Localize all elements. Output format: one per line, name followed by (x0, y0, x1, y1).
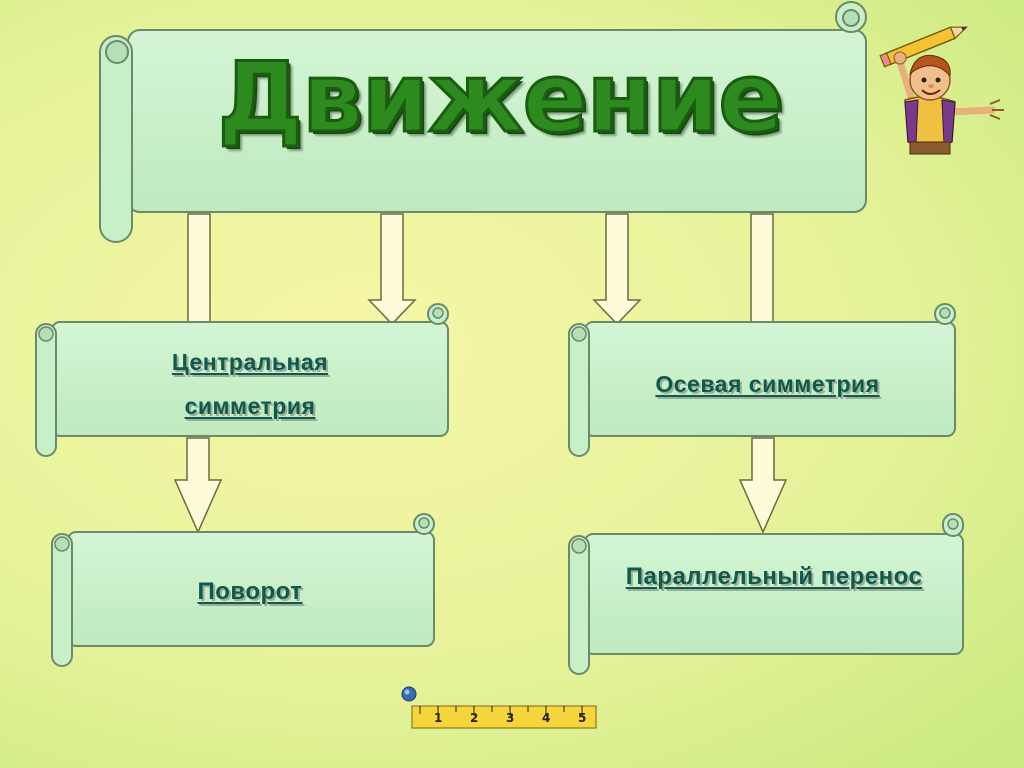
arrow-shaft-4 (750, 213, 774, 325)
title-scroll (99, 1, 867, 243)
scroll-rotation (51, 513, 435, 667)
arrow-5 (173, 437, 223, 534)
arrow-3 (592, 213, 642, 326)
node-parallel-translation[interactable]: Параллельный перенос (625, 563, 923, 590)
ruler-tick-3: 3 (506, 711, 515, 725)
arrow-2 (367, 213, 417, 326)
arrows (173, 213, 788, 534)
scroll-axial-symmetry (568, 303, 956, 457)
arrow-6 (738, 437, 788, 534)
ruler-tick-labels: 1 2 3 4 5 (430, 711, 600, 727)
scroll-central-symmetry (35, 303, 449, 457)
node-axial-symmetry[interactable]: Осевая симметрия (655, 371, 880, 397)
ruler-tick-4: 4 (542, 711, 551, 725)
scroll-parallel-translation (568, 513, 964, 675)
ruler-tick-2: 2 (470, 711, 479, 725)
node-rotation[interactable]: Поворот (197, 578, 303, 605)
ruler-tick-1: 1 (434, 711, 443, 725)
ruler-illustration (401, 686, 597, 729)
node-central-symmetry[interactable]: Центральная симметрия (171, 349, 329, 419)
boy-with-pencil-illustration (879, 26, 1004, 155)
arrow-shaft-1 (187, 213, 211, 325)
ruler-tick-5: 5 (578, 711, 587, 725)
diagram-title: Движение (216, 42, 785, 154)
